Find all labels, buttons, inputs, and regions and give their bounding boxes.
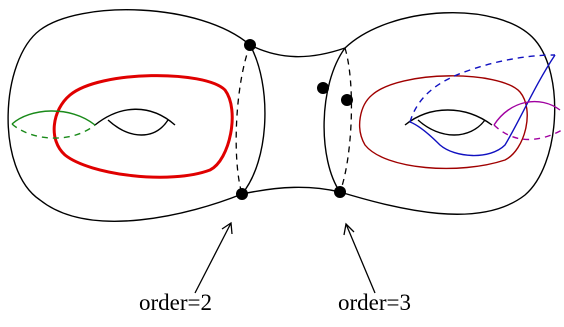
- dark-red-curve: [358, 75, 528, 170]
- point-right-b: [341, 94, 353, 106]
- green-curve-back: [11, 123, 96, 139]
- point-right-bottom: [334, 186, 346, 198]
- order-3-label: order=3: [338, 290, 411, 315]
- purple-curve-front: [493, 100, 561, 126]
- point-left-bottom: [236, 188, 248, 200]
- purple-curve-back: [493, 124, 563, 141]
- right-separating-curve-front: [323, 47, 346, 193]
- blue-curve-back: [409, 54, 556, 123]
- right-hole-top: [404, 109, 493, 126]
- left-arrow: [194, 221, 233, 294]
- point-right-a: [317, 82, 329, 94]
- right-arrow: [343, 222, 376, 294]
- blue-curve-front: [409, 54, 556, 157]
- order-2-label: order=2: [139, 290, 212, 315]
- left-separating-curve-front: [241, 44, 266, 195]
- red-curve: [52, 74, 234, 179]
- left-separating-curve-back: [235, 44, 251, 195]
- left-hole-top: [94, 108, 176, 126]
- green-curve-front: [11, 110, 96, 126]
- surface-outline: [7, 9, 556, 222]
- point-left-top: [244, 39, 256, 51]
- left-hole-bottom: [107, 119, 169, 136]
- right-separating-curve-back: [339, 47, 353, 193]
- right-hole-bottom: [417, 119, 486, 136]
